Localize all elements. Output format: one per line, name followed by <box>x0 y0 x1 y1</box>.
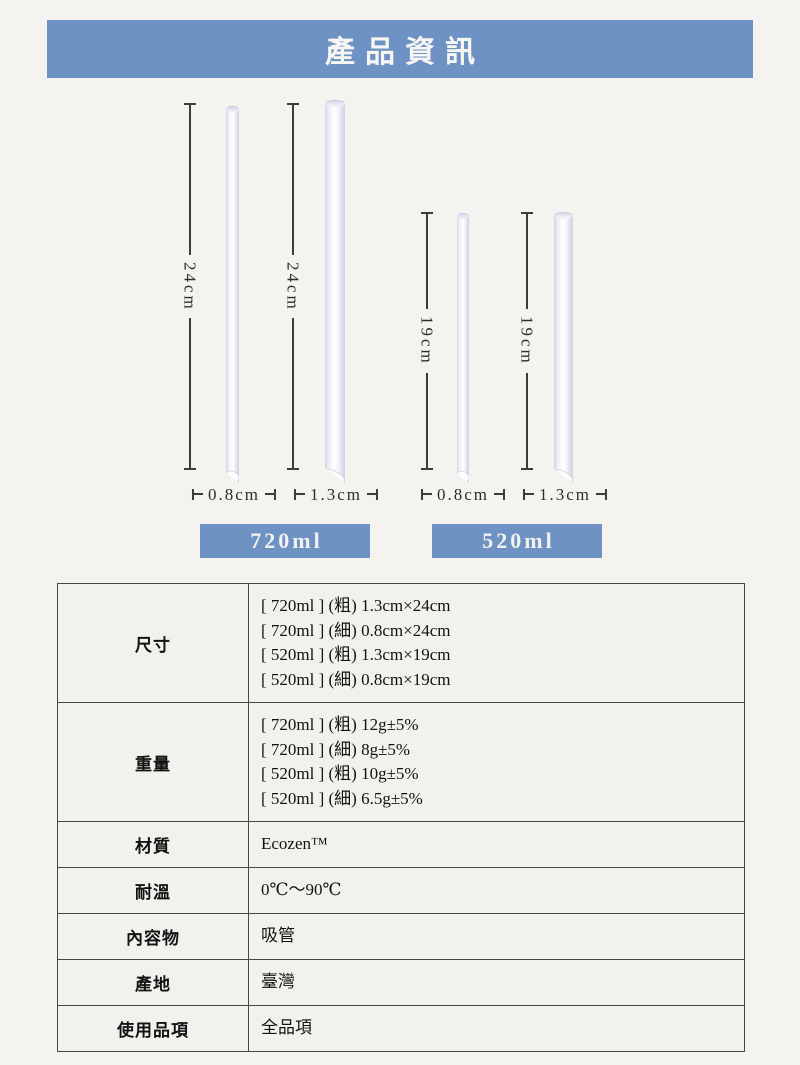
dimension-tick-left <box>420 488 432 500</box>
dimension-line <box>189 105 191 255</box>
table-row: 耐溫 0℃～90℃ <box>57 867 745 914</box>
badge-label: 720ml <box>250 528 323 553</box>
straw-520-thin <box>457 213 469 483</box>
spec-value-temperature: 0℃～90℃ <box>248 867 745 914</box>
dimension-tick-right <box>265 488 277 500</box>
straw-720-thin <box>226 106 239 483</box>
width-dimension-520-thin: 0.8cm <box>420 484 506 504</box>
table-row: 材質 Ecozen™ <box>57 821 745 868</box>
dimension-line <box>292 105 294 255</box>
table-row: 尺寸 [ 720ml ] (粗) 1.3cm×24cm [ 720ml ] (細… <box>57 583 745 703</box>
dimension-tick-right <box>596 488 608 500</box>
volume-badge-520ml: 520ml <box>432 524 602 558</box>
spec-value-size: [ 720ml ] (粗) 1.3cm×24cm [ 720ml ] (細) 0… <box>248 583 745 703</box>
spec-label-size: 尺寸 <box>57 583 249 703</box>
table-row: 內容物 吸管 <box>57 913 745 960</box>
width-dimension-720-thick: 1.3cm <box>293 484 379 504</box>
dimension-line <box>526 372 528 468</box>
width-label: 1.3cm <box>538 484 592 504</box>
dimension-tick-left <box>191 488 203 500</box>
dimension-cap <box>421 468 433 470</box>
spec-label-weight: 重量 <box>57 702 249 822</box>
table-row: 使用品項 全品項 <box>57 1005 745 1052</box>
dimension-line <box>426 372 428 468</box>
table-row: 重量 [ 720ml ] (粗) 12g±5% [ 720ml ] (細) 8g… <box>57 702 745 822</box>
width-dimension-720-thin: 0.8cm <box>191 484 277 504</box>
dimension-cap <box>521 212 533 214</box>
height-label: 24cm <box>283 261 303 312</box>
height-dimension-520-thick: 19cm <box>516 212 538 470</box>
dimension-line <box>292 318 294 468</box>
spec-value-contents: 吸管 <box>248 913 745 960</box>
dimension-tick-right <box>367 488 379 500</box>
spec-value-material: Ecozen™ <box>248 821 745 868</box>
height-dimension-720-thick: 24cm <box>282 103 304 470</box>
dimension-line <box>426 214 428 310</box>
width-label: 0.8cm <box>436 484 490 504</box>
dimension-cap <box>184 468 196 470</box>
volume-badge-720ml: 720ml <box>200 524 370 558</box>
dimension-line <box>526 214 528 310</box>
dimension-cap <box>521 468 533 470</box>
spec-label-applicable-items: 使用品項 <box>57 1005 249 1052</box>
dimension-line <box>189 318 191 468</box>
dimension-cap <box>287 103 299 105</box>
table-row: 產地 臺灣 <box>57 959 745 1006</box>
badge-label: 520ml <box>482 528 555 553</box>
dimension-cap <box>287 468 299 470</box>
page-title: 產品資訊 <box>325 36 485 69</box>
dimension-tick-left <box>522 488 534 500</box>
height-label: 24cm <box>180 261 200 312</box>
spec-value-origin: 臺灣 <box>248 959 745 1006</box>
dimension-tick-right <box>494 488 506 500</box>
spec-label-contents: 內容物 <box>57 913 249 960</box>
width-label: 0.8cm <box>207 484 261 504</box>
spec-label-origin: 產地 <box>57 959 249 1006</box>
dimension-cap <box>184 103 196 105</box>
spec-label-temperature: 耐溫 <box>57 867 249 914</box>
height-dimension-720-thin: 24cm <box>179 103 201 470</box>
straw-520-thick <box>554 212 573 483</box>
spec-label-material: 材質 <box>57 821 249 868</box>
width-dimension-520-thick: 1.3cm <box>522 484 608 504</box>
header-banner: 產品資訊 <box>47 20 753 78</box>
spec-table: 尺寸 [ 720ml ] (粗) 1.3cm×24cm [ 720ml ] (細… <box>57 583 745 1052</box>
height-label: 19cm <box>517 316 537 366</box>
spec-value-applicable-items: 全品項 <box>248 1005 745 1052</box>
dimension-tick-left <box>293 488 305 500</box>
height-label: 19cm <box>417 316 437 366</box>
height-dimension-520-thin: 19cm <box>416 212 438 470</box>
width-label: 1.3cm <box>309 484 363 504</box>
straw-720-thick <box>325 100 345 483</box>
spec-value-weight: [ 720ml ] (粗) 12g±5% [ 720ml ] (細) 8g±5%… <box>248 702 745 822</box>
dimension-cap <box>421 212 433 214</box>
